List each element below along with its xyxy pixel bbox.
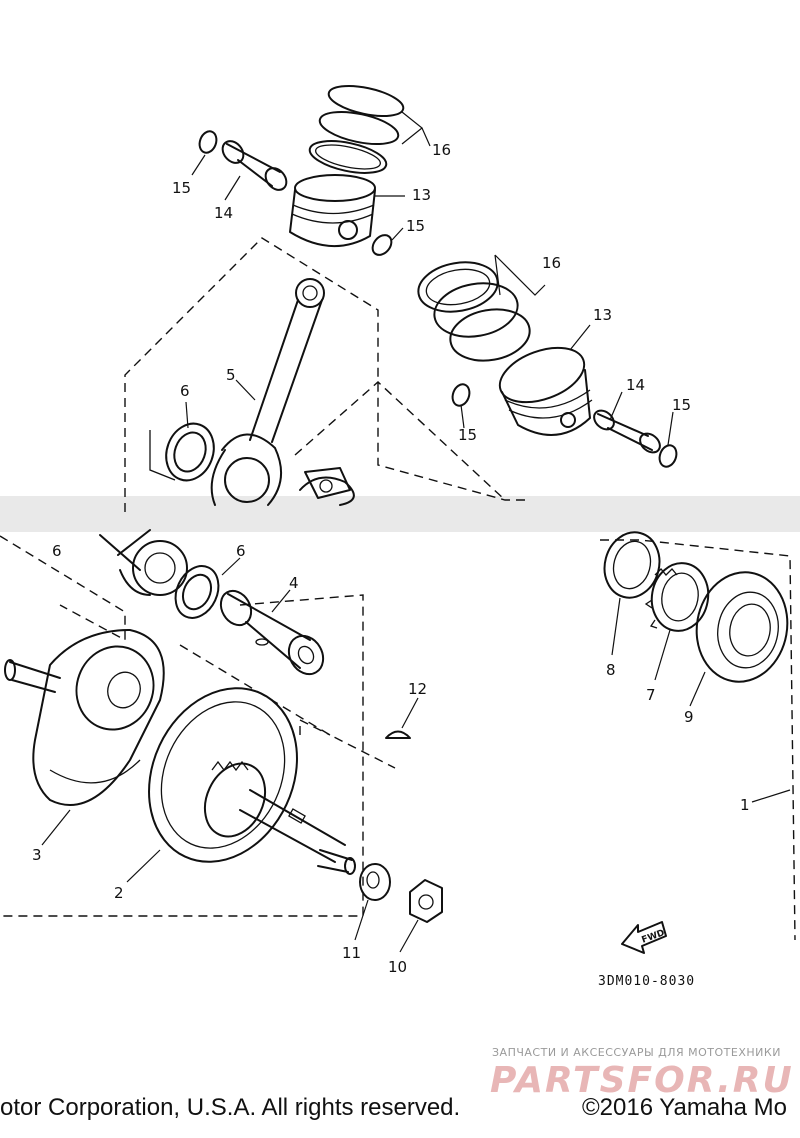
piston-upper <box>289 174 376 247</box>
callout-9: 9 <box>684 708 694 726</box>
callout-13-upper: 13 <box>412 186 431 204</box>
connecting-rod-big-end <box>99 529 188 596</box>
callout-2: 2 <box>114 884 124 902</box>
oil-seal <box>603 531 661 599</box>
callout-15-upper-left: 15 <box>172 179 191 197</box>
drive-gear <box>644 562 710 632</box>
callout-6-lower: 6 <box>236 542 246 560</box>
callout-8: 8 <box>606 661 616 679</box>
callout-16-upper: 16 <box>432 141 451 159</box>
crank-left <box>4 629 165 806</box>
callout-5: 5 <box>226 366 236 384</box>
callout-4: 4 <box>289 574 299 592</box>
woodruff-key <box>385 730 411 739</box>
callout-10: 10 <box>388 958 407 976</box>
callout-15-lower-right: 15 <box>672 396 691 414</box>
callout-6-left: 6 <box>52 542 62 560</box>
thrust-washer-upper <box>149 422 215 482</box>
thrust-washer-lower <box>174 565 220 619</box>
crank-washer <box>359 863 391 901</box>
crank-right <box>148 687 356 875</box>
callout-15-upper-right: 15 <box>406 217 425 235</box>
callout-6-upper: 6 <box>180 382 190 400</box>
fwd-label: FWD <box>641 928 667 945</box>
callout-14-lower: 14 <box>626 376 645 394</box>
circlips-upper <box>198 130 393 256</box>
fwd-arrow-icon: FWD <box>621 921 667 954</box>
upper-dashed-boundary <box>124 237 530 512</box>
callout-14-upper: 14 <box>214 204 233 222</box>
scan-seam <box>0 496 800 532</box>
crank-nut <box>409 879 443 923</box>
callout-7: 7 <box>646 686 656 704</box>
callout-11: 11 <box>342 944 361 962</box>
watermark-tagline: ЗАПЧАСТИ И АКСЕССУАРЫ ДЛЯ МОТОТЕХНИКИ <box>492 1046 781 1059</box>
circlips-lower <box>451 383 678 468</box>
watermark: ЗАПЧАСТИ И АКСЕССУАРЫ ДЛЯ МОТОТЕХНИКИ PA… <box>490 1046 794 1101</box>
callout-15-lower-left: 15 <box>458 426 477 444</box>
crank-pin <box>219 589 325 676</box>
callout-12: 12 <box>408 680 427 698</box>
callout-16-lower: 16 <box>542 254 561 272</box>
drawing-code: 3DM010-8030 <box>598 974 695 989</box>
callout-1: 1 <box>740 796 750 814</box>
main-bearing <box>695 571 789 683</box>
lower-dashed-boundary <box>0 535 796 941</box>
piston-rings-upper <box>308 85 405 174</box>
copyright-left: otor Corporation, U.S.A. All rights rese… <box>0 1094 460 1121</box>
piston-pin-lower <box>593 409 661 454</box>
callout-13-lower: 13 <box>593 306 612 324</box>
leader-lines <box>41 111 791 953</box>
watermark-brand: PARTSFOR.RU <box>490 1060 794 1101</box>
piston-rings-lower <box>417 261 531 362</box>
callout-3: 3 <box>32 846 42 864</box>
piston-pin-upper <box>221 140 288 191</box>
copyright-right: ©2016 Yamaha Mo <box>582 1094 787 1121</box>
connecting-rod <box>210 278 355 506</box>
piston-lower <box>498 346 593 436</box>
callout-labels: 16 13 15 14 15 16 13 5 14 6 15 15 6 6 4 … <box>32 141 750 976</box>
